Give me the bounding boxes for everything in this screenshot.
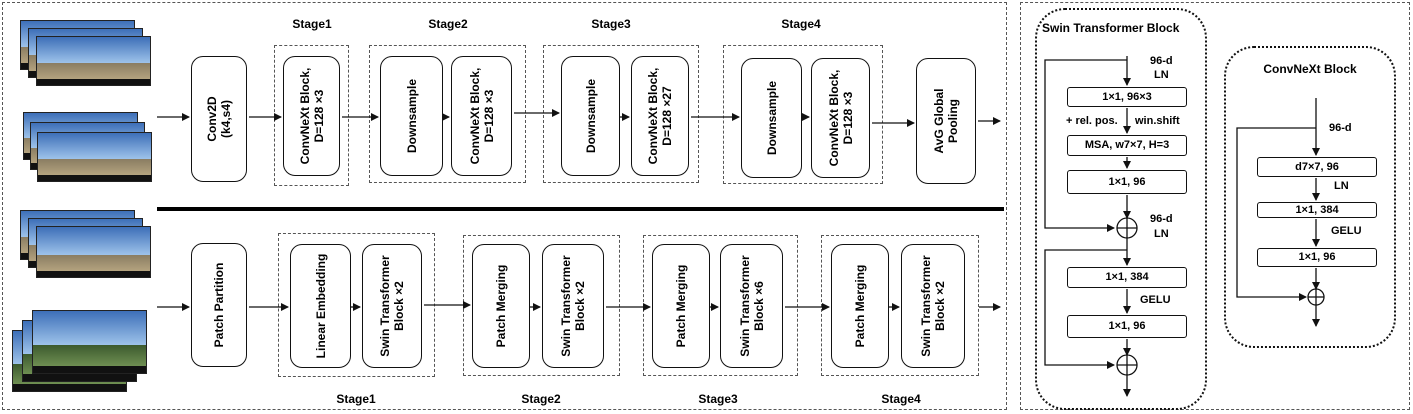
convnext-box-pw2: 1×1, 96 [1257,248,1377,267]
swin-winshift-label: win.shift [1135,115,1180,127]
bottom-stage4-label: Stage4 [881,392,921,406]
row-divider [157,207,1004,211]
bottom-stage1-label: Stage1 [336,392,376,406]
top-stage3-convnext-block: ConvNeXt Block, D=128 ×27 [631,56,689,176]
convnext-panel-title: ConvNeXt Block [1263,62,1357,76]
top-stage2-frame [369,45,526,183]
main-frame [2,2,1007,410]
swin-block-panel [1035,8,1207,410]
bottom-stage2-label: Stage2 [521,392,561,406]
bottom-stage4-frame [821,235,979,376]
convnext-box-pw1: 1×1, 384 [1257,202,1377,218]
bottom-stage3-patch-merging: Patch Merging [652,244,710,368]
swin-box-mlp2: 1×1, 96 [1067,315,1187,338]
top-stage4-downsample: Downsample [741,58,802,178]
swin-gelu-label: GELU [1140,294,1171,306]
swin-dim-label-1: 96-d [1150,55,1173,67]
bottom-stage1-swin-block: Swin Transformer Block ×2 [362,244,422,368]
swin-ln-label-1: LN [1154,69,1169,81]
bottom-stage4-swin-block: Swin Transformer Block ×2 [901,244,965,368]
top-stage4-label: Stage4 [781,17,821,31]
bottom-stage2-swin-block: Swin Transformer Block ×2 [542,244,604,368]
conv2d-block: Conv2D (k4,s4) [191,56,247,182]
linear-embedding-block: Linear Embedding [290,244,351,368]
top-stage3-frame [543,45,699,183]
avg-global-pooling-block: AvG Global Pooling [916,58,976,184]
convnext-ln-label: LN [1334,180,1349,192]
top-stage3-label: Stage3 [591,17,631,31]
top-stage3-downsample: Downsample [561,56,620,176]
bottom-stage3-label: Stage3 [698,392,738,406]
bottom-stage4-patch-merging: Patch Merging [831,244,889,368]
bottom-stage2-patch-merging: Patch Merging [472,244,530,368]
convnext-box-dw: d7×7, 96 [1257,157,1377,177]
convnext-gelu-label: GELU [1331,225,1362,237]
swin-box-qkv: 1×1, 96×3 [1067,87,1187,107]
patch-partition-block: Patch Partition [191,243,247,367]
top-stage4-convnext-block: ConvNeXt Block, D=128 ×3 [811,58,870,178]
swin-ln-label-2: LN [1154,228,1169,240]
swin-box-mlp1: 1×1, 384 [1067,267,1187,288]
swin-box-proj: 1×1, 96 [1067,170,1187,194]
top-stage2-convnext-block: ConvNeXt Block, D=128 ×3 [451,56,512,176]
bottom-stage3-swin-block: Swin Transformer Block ×6 [720,244,783,368]
swin-relpos-label: + rel. pos. [1066,115,1118,127]
side-frame [1020,2,1410,410]
swin-dim-label-2: 96-d [1150,213,1173,225]
convnext-dim-label: 96-d [1329,122,1352,134]
top-stage2-label: Stage2 [428,17,468,31]
swin-panel-title: Swin Transformer Block [1042,21,1180,35]
top-stage1-convnext-block: ConvNeXt Block, D=128 ×3 [283,56,340,176]
convnext-block-panel [1224,46,1396,348]
top-stage4-frame [723,45,883,184]
swin-box-msa: MSA, w7×7, H=3 [1067,135,1187,156]
top-stage1-label: Stage1 [292,17,332,31]
